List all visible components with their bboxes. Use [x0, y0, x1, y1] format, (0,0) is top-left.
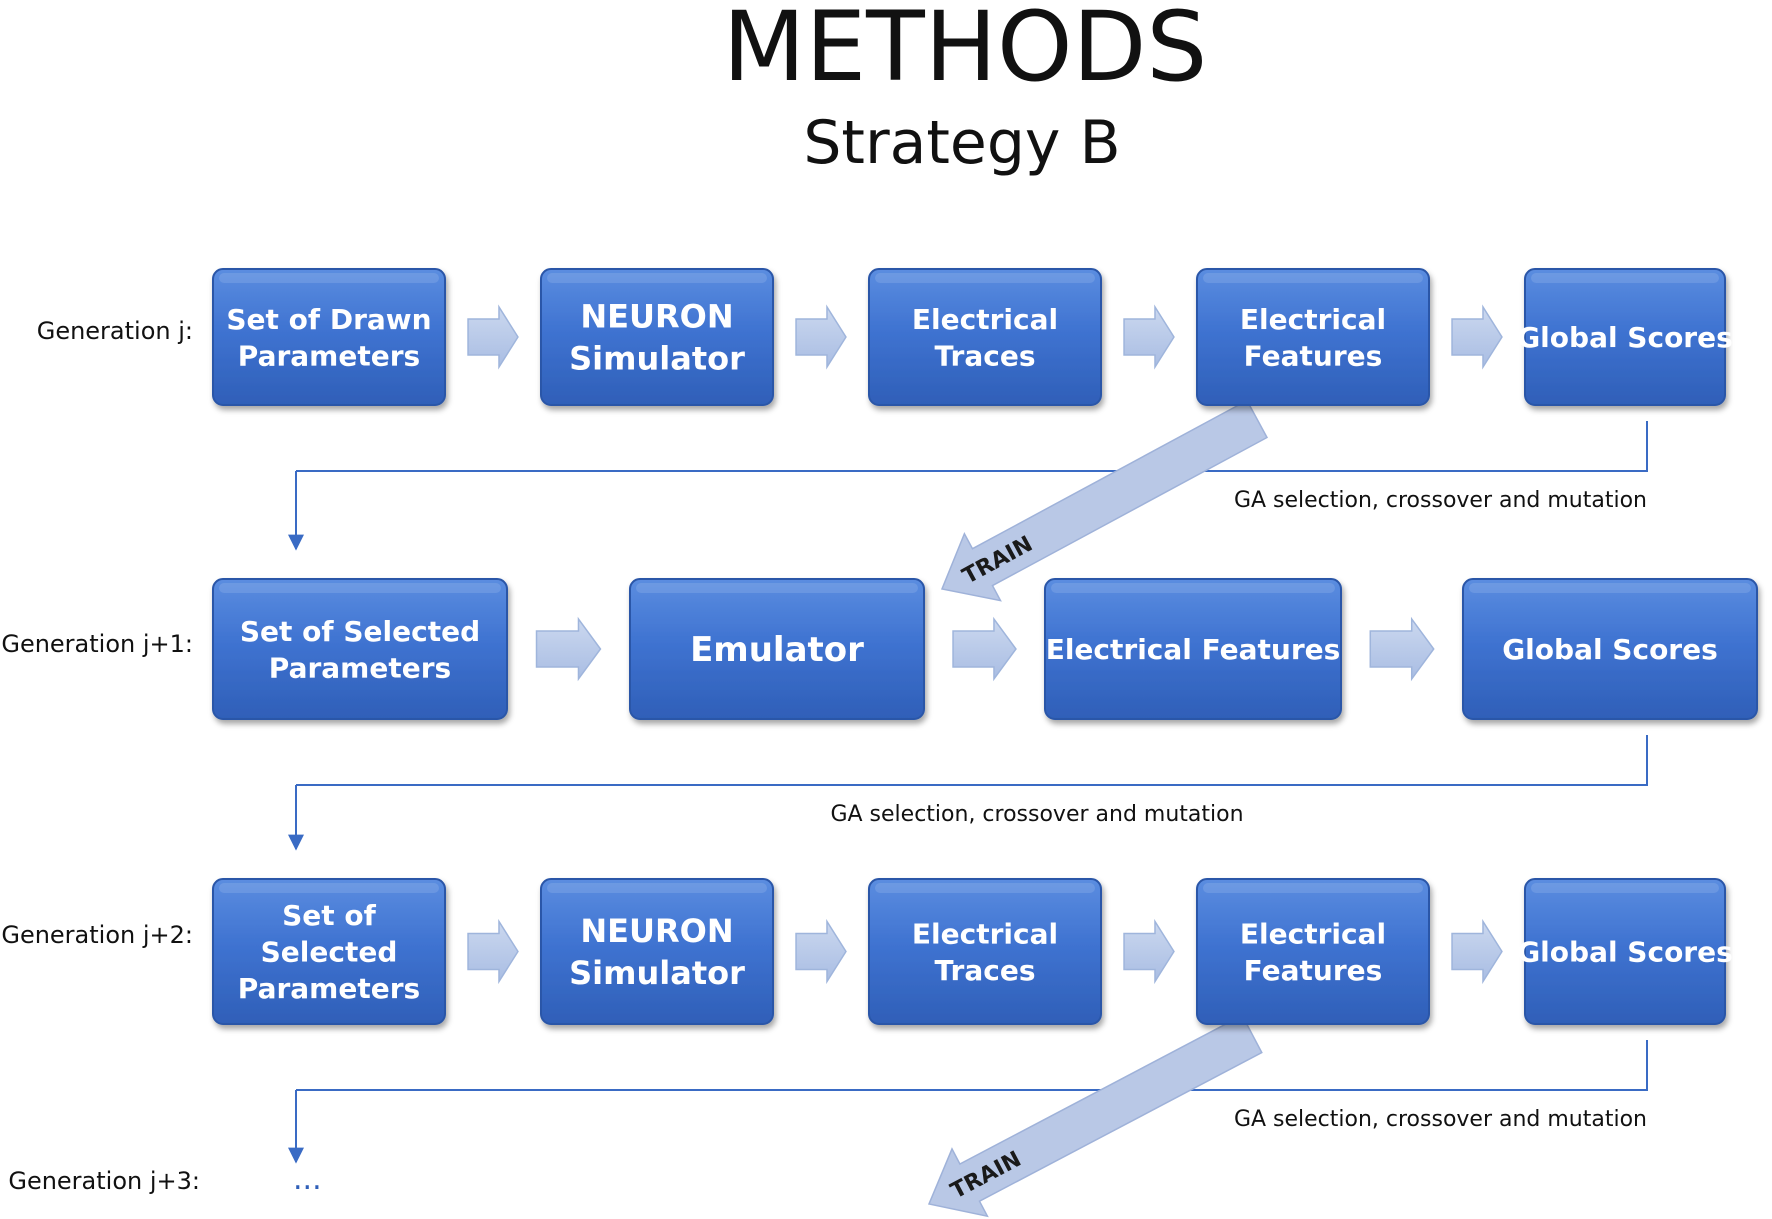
flow-arrow [1123, 304, 1175, 370]
process-box-label: Traces [935, 954, 1036, 987]
process-box-label: Traces [935, 339, 1036, 372]
flow-arrow [1451, 304, 1503, 370]
feedback-label: GA selection, crossover and mutation [1234, 488, 1647, 513]
process-box-gloss [1469, 583, 1751, 593]
flow-arrow [1451, 918, 1503, 985]
flow-arrow [467, 918, 519, 985]
label-layer: Generation j: Generation j+1: Generation j… [1, 317, 1647, 1204]
process-box-gloss [875, 273, 1095, 283]
process-box-gloss [547, 273, 767, 283]
process-box-gloss [547, 883, 767, 893]
feedback-connector [296, 735, 1648, 786]
page-title: METHODS [723, 0, 1208, 103]
process-box-shape [1524, 878, 1726, 1025]
process-box-label: Global Scores [1517, 321, 1733, 354]
process-box-label: Set of [282, 899, 377, 932]
process-box-shape [868, 268, 1102, 406]
process-box-label: Selected [261, 936, 398, 969]
process-box-label: NEURON [580, 298, 733, 336]
flow-arrow [467, 304, 519, 370]
generation-label: Generation j+3: [8, 1167, 200, 1195]
flow-arrow [1123, 918, 1175, 985]
process-box-label: Emulator [690, 630, 864, 670]
flow-arrow [952, 616, 1017, 682]
process-box-label: Parameters [269, 651, 451, 684]
process-box-label: Parameters [238, 339, 420, 372]
process-box: Electrical Features [1044, 578, 1342, 720]
process-box-gloss [1051, 583, 1335, 593]
process-box-label: Features [1244, 339, 1383, 372]
process-box-gloss [1531, 883, 1719, 893]
train-arrow [940, 399, 1269, 602]
connector-layer [288, 421, 1648, 1164]
process-box-shape [1196, 268, 1430, 406]
train-arrow-layer [927, 399, 1269, 1218]
process-box-label: Set of Drawn [226, 303, 431, 336]
flow-arrow-layer [467, 304, 1503, 985]
process-box-shape [540, 878, 774, 1025]
process-box: Global Scores [1462, 578, 1758, 720]
process-box-label: Simulator [569, 339, 745, 377]
process-box-shape [868, 878, 1102, 1025]
process-box-shape [212, 878, 446, 1025]
process-box: Global Scores [1517, 268, 1733, 406]
process-box-gloss [1203, 273, 1423, 283]
process-box-shape [1462, 578, 1758, 720]
page-subtitle: Strategy B [803, 108, 1120, 178]
feedback-label: GA selection, crossover and mutation [830, 802, 1243, 827]
process-box-label: Global Scores [1502, 633, 1718, 666]
process-box-shape [212, 268, 446, 406]
process-box-label: Features [1244, 954, 1383, 987]
process-box-label: Electrical [912, 917, 1058, 950]
process-box-gloss [219, 273, 439, 283]
process-box-label: Electrical [912, 303, 1058, 336]
feedback-label: GA selection, crossover and mutation [1234, 1107, 1647, 1132]
process-box-shape [1196, 878, 1430, 1025]
process-box-shape [540, 268, 774, 406]
process-box: Global Scores [1517, 878, 1733, 1025]
generation-label: Generation j+2: [1, 921, 193, 949]
process-box-gloss [636, 583, 918, 593]
feedback-connector [296, 1040, 1648, 1091]
process-box-shape [1044, 578, 1342, 720]
flow-arrow [535, 616, 602, 682]
process-box-shape [1524, 268, 1726, 406]
process-box-layer: Set of DrawnParametersNEURONSimulatorEle… [212, 268, 1758, 1025]
flow-arrow [795, 304, 847, 370]
flow-arrow [795, 918, 847, 985]
process-box-shape [212, 578, 508, 720]
process-box-label: Electrical [1240, 303, 1386, 336]
process-box: NEURON Simulator [540, 878, 774, 1025]
process-box-label: Set of Selected [240, 615, 480, 648]
process-box-shape [629, 578, 925, 720]
process-box-label: Simulator [569, 954, 745, 992]
process-box-gloss [875, 883, 1095, 893]
process-box-label: NEURON [580, 912, 733, 950]
generation-label: Generation j: [37, 317, 193, 345]
process-box-label: Electrical [1240, 917, 1386, 950]
process-box-label: Global Scores [1517, 936, 1733, 969]
process-box-gloss [1531, 273, 1719, 283]
feedback-connector [296, 421, 1648, 472]
process-box-label: Parameters [238, 972, 420, 1005]
continuation-ellipsis: ... [293, 1162, 322, 1197]
process-box-label: Electrical Features [1046, 633, 1341, 666]
process-box: Emulator [629, 578, 925, 720]
generation-label: Generation j+1: [1, 630, 193, 658]
flow-arrow [1369, 616, 1435, 682]
process-box-gloss [219, 883, 439, 893]
process-box-gloss [219, 583, 501, 593]
train-arrow [927, 1014, 1263, 1218]
process-box-gloss [1203, 883, 1423, 893]
